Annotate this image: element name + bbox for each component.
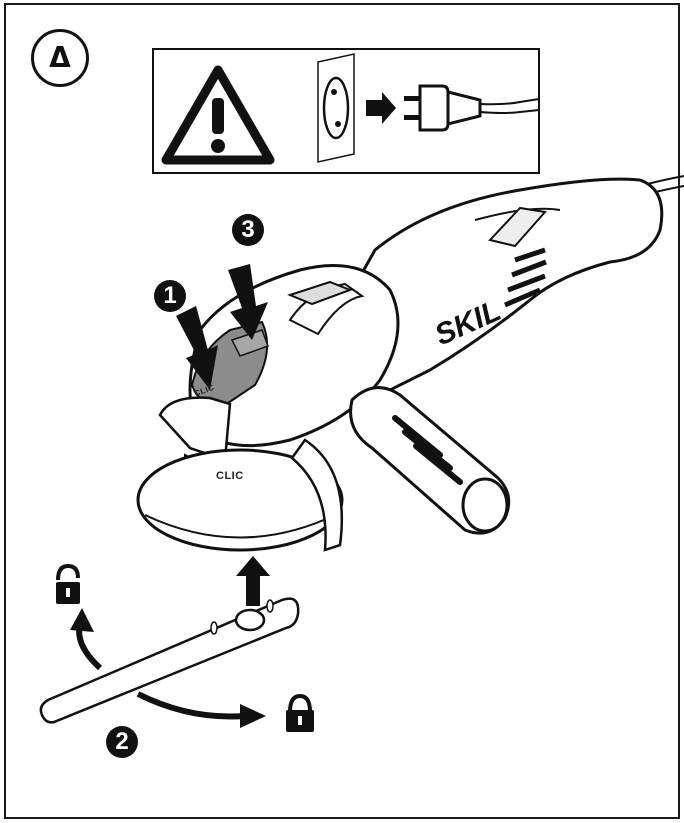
step-3-badge: 3: [232, 214, 264, 246]
wheel-guard: [158, 396, 232, 462]
clic-label-ring: CLIC: [216, 470, 244, 482]
panel-number: Δ: [31, 29, 89, 87]
padlock-open-icon: [56, 563, 80, 604]
vent-slots: [504, 247, 547, 308]
lock-rotation-arrow: [136, 691, 246, 720]
step-2-badge: 2: [106, 726, 138, 758]
step-1-arrow: [176, 306, 218, 390]
padlock-closed-icon: [286, 693, 314, 732]
wall-socket-icon: [317, 53, 355, 163]
unplug-warning-box: [152, 48, 540, 174]
warning-triangle-icon: [161, 65, 275, 165]
power-plug-icon: [404, 84, 540, 132]
unplug-arrow: [366, 92, 396, 124]
pin-spanner: [39, 597, 300, 724]
step-2-up-arrow: [236, 556, 270, 606]
step-1-badge: 1: [154, 280, 186, 312]
grinding-disc: [136, 448, 344, 552]
angle-grinder: [136, 177, 664, 552]
step-3-arrow: [228, 264, 268, 340]
